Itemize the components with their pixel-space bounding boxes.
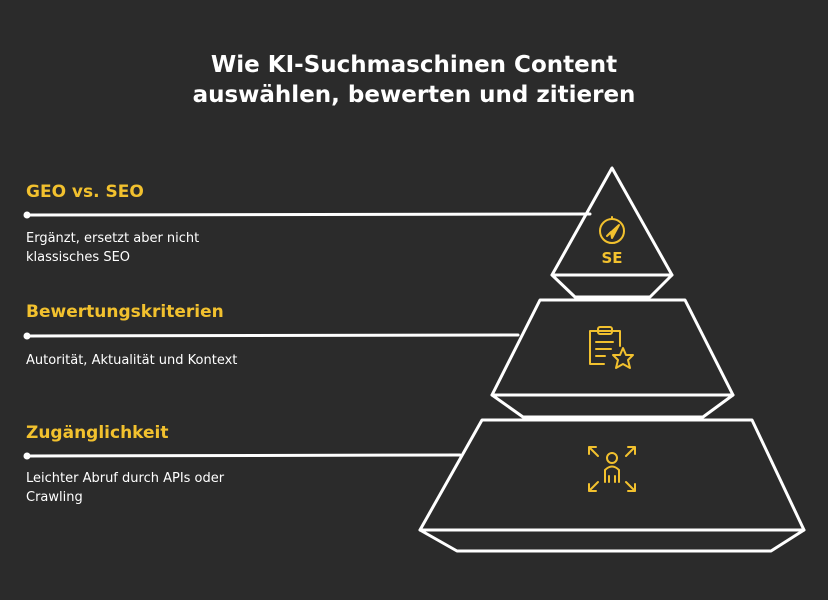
level-3-connector-dot [23,452,31,460]
level-2-description: Autorität, Aktualität und Kontext [26,351,237,370]
pyramid-tier-middle [490,298,735,397]
clipboard-star-icon [589,326,634,369]
level-2-description-line-1: Autorität, Aktualität und Kontext [26,353,238,368]
level-1-heading: GEO vs. SEO [26,182,144,202]
level-1-description-line-2: klassisches SEO [26,250,131,265]
compass-icon-label: SE [601,249,622,267]
level-2-connector-dot [23,332,31,340]
level-3-heading: Zugänglichkeit [26,423,169,443]
pyramid-tier-bottom [418,418,806,532]
level-3-connector-line [25,453,462,458]
compass-icon [599,216,625,244]
title-line-2: auswählen, bewerten und zitieren [192,82,636,108]
level-3-description-line-1: Leichter Abruf durch APIs oder [26,471,225,486]
person-arrows-icon [588,446,636,492]
title-line-1: Wie KI-Suchmaschinen Content [210,52,618,78]
pyramid-tier-top [550,166,674,277]
pyramid-tier-middle-base [490,393,735,419]
level-1-connector-line [25,212,592,217]
pyramid-tier-top-base [550,273,674,299]
pyramid-tier-bottom-base [418,528,806,553]
level-1-description-line-1: Ergänzt, ersetzt aber nicht [26,231,200,246]
level-3-description-line-2: Crawling [26,490,83,505]
level-1-description: Ergänzt, ersetzt aber nicht klassisches … [26,229,199,267]
level-1-connector-dot [23,211,31,219]
level-2-connector-line [25,333,520,338]
level-3-description: Leichter Abruf durch APIs oder Crawling [26,469,224,507]
level-2-heading: Bewertungskriterien [26,302,224,322]
diagram-title: Wie KI-Suchmaschinen Content auswählen, … [0,50,828,110]
